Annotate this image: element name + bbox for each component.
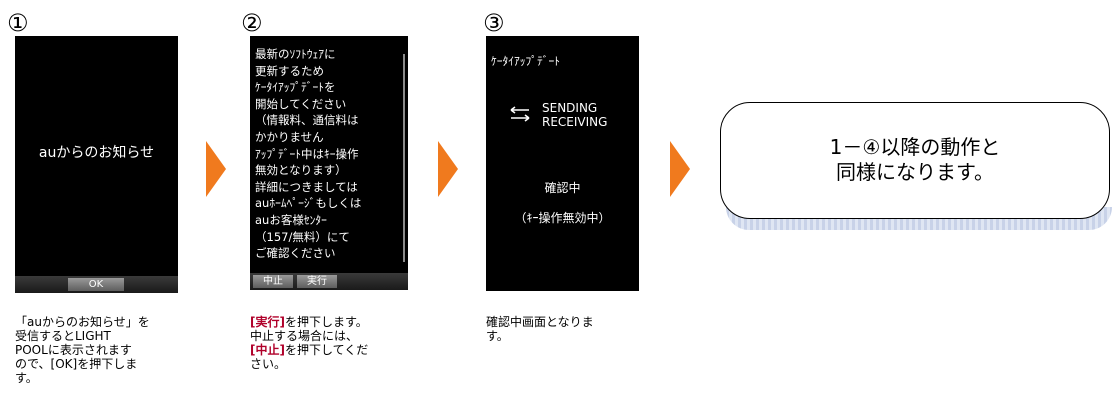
caption-line: 確認中画面となりま <box>486 315 594 329</box>
update-title: ｹｰﾀｲｱｯﾌﾟﾃﾞｰﾄ <box>491 54 560 68</box>
message-line: auﾎｰﾑﾍﾟｰｼﾞもしくは <box>255 196 362 211</box>
message-line: （情報料、通信料は <box>255 113 359 128</box>
ok-softkey[interactable]: OK <box>68 278 124 291</box>
caption-line: 「auからのお知らせ」を <box>15 315 150 329</box>
softkey-bar: OK <box>15 276 178 293</box>
caption-text: を押下してくだ <box>284 343 369 357</box>
next-arrow-icon <box>670 141 690 197</box>
caption-line: 受信するとLIGHT <box>15 329 111 343</box>
cancel-softkey[interactable]: 中止 <box>253 275 293 288</box>
message-line: 開始してください <box>255 96 347 111</box>
step-number-3: ③ <box>483 9 505 37</box>
next-arrow-icon <box>206 141 226 197</box>
step-number-2: ② <box>241 9 263 37</box>
step-1-caption: 「auからのお知らせ」を 受信するとLIGHT POOLに表示されます ので、[… <box>15 315 150 385</box>
message-line: ｹｰﾀｲｱｯﾌﾟﾃﾞｰﾄを <box>255 80 336 95</box>
scrollbar[interactable] <box>403 54 405 262</box>
callout-line-2: 同様になります。 <box>836 160 994 184</box>
message-line: かかりません <box>255 129 324 144</box>
execute-softkey[interactable]: 実行 <box>297 275 337 288</box>
caption-line: ので、[OK]を押下しま <box>15 357 138 371</box>
caption-line: [中止]を押下してくだ <box>250 343 368 357</box>
cancel-key-label: [中止] <box>250 343 285 357</box>
callout-line-1: 1－④以降の動作と <box>829 135 1001 159</box>
message-line: 最新のｿﾌﾄｳｪｱに <box>255 47 336 61</box>
phone-screen-3: ｹｰﾀｲｱｯﾌﾟﾃﾞｰﾄ SENDING RECEIVING 確認中 （ｷｰ操作… <box>486 36 639 291</box>
caption-line: [実行]を押下します。 <box>250 315 368 329</box>
callout-box: 1－④以降の動作と 同様になります。 <box>720 102 1110 219</box>
message-line: （157/無料）にて <box>255 229 350 244</box>
step-3-caption: 確認中画面となりま す。 <box>486 315 594 343</box>
caption-line: 中止する場合には、 <box>250 329 359 343</box>
softkey-bar: 中止 実行 <box>250 273 408 290</box>
sending-label: SENDING <box>542 101 598 115</box>
message-line: 更新するため <box>255 63 324 78</box>
step-2-caption: [実行]を押下します。 中止する場合には、 [中止]を押下してくだ さい。 <box>250 315 368 371</box>
message-line: 無効となります） <box>255 163 347 178</box>
next-arrow-icon <box>438 141 458 197</box>
update-message: 最新のｿﾌﾄｳｪｱに 更新するため ｹｰﾀｲｱｯﾌﾟﾃﾞｰﾄを 開始してください… <box>255 46 401 262</box>
message-line: 詳細につきましては <box>255 179 358 194</box>
message-line: ご確認ください <box>255 246 336 261</box>
message-line: ｱｯﾌﾟﾃﾞｰﾄ中はｷｰ操作 <box>255 146 359 161</box>
caption-text: を押下します。 <box>284 315 368 329</box>
status-text: 確認中 <box>544 181 581 195</box>
caption-line: さい。 <box>250 357 287 371</box>
receiving-label: RECEIVING <box>542 115 608 129</box>
notice-message: auからのお知らせ <box>38 145 155 161</box>
caption-line: す。 <box>486 329 509 343</box>
execute-key-label: [実行] <box>250 315 285 329</box>
caption-line: す。 <box>15 371 38 385</box>
callout-text: 1－④以降の動作と 同様になります。 <box>721 135 1109 185</box>
phone-screen-2: 最新のｿﾌﾄｳｪｱに 更新するため ｹｰﾀｲｱｯﾌﾟﾃﾞｰﾄを 開始してください… <box>250 36 408 290</box>
transfer-arrows-icon <box>509 106 531 122</box>
message-line: auお客様ｾﾝﾀｰ <box>255 212 327 227</box>
caption-line: POOLに表示されます <box>15 343 132 357</box>
phone-screen-1: auからのお知らせ OK <box>15 36 178 293</box>
key-disabled-note: （ｷｰ操作無効中） <box>514 211 611 225</box>
step-number-1: ① <box>7 9 29 37</box>
